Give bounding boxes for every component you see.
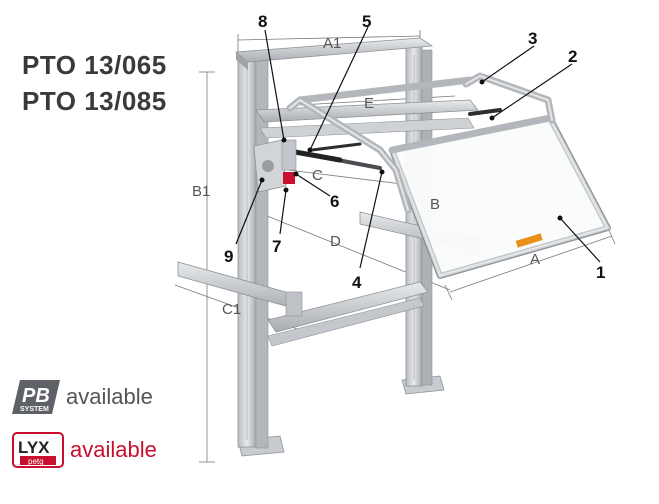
lyx-available-label: available xyxy=(70,437,157,462)
leader-dots xyxy=(259,79,563,221)
product-code-1: PTO 13/065 xyxy=(22,50,167,80)
callout-6: 6 xyxy=(330,192,339,211)
svg-text:petg: petg xyxy=(28,457,44,466)
dim-line-a1 xyxy=(237,35,421,41)
pb-available-label: available xyxy=(66,384,153,409)
dim-label-b1: B1 xyxy=(192,183,210,200)
pb-system-logo: PB SYSTEM xyxy=(12,380,60,414)
leader-lines xyxy=(235,26,601,269)
lower-rails xyxy=(177,211,481,347)
callout-1: 1 xyxy=(596,263,605,282)
svg-text:PB: PB xyxy=(22,385,50,407)
callout-8: 8 xyxy=(258,12,267,31)
actuators xyxy=(292,108,502,170)
dim-label-c: C xyxy=(312,167,323,184)
dim-line-c xyxy=(287,169,411,186)
callout-5: 5 xyxy=(362,12,371,31)
arm-frame-highlight xyxy=(289,74,553,211)
product-code-2: PTO 13/085 xyxy=(22,86,167,116)
dim-label-b: B xyxy=(430,196,440,213)
dim-label-a: A xyxy=(530,251,540,268)
tilting-frame xyxy=(389,115,611,279)
svg-text:SYSTEM: SYSTEM xyxy=(20,406,49,413)
callout-4: 4 xyxy=(352,273,362,292)
svg-text:LYX: LYX xyxy=(18,438,50,457)
mid-rails xyxy=(255,99,479,139)
lyx-petg-logo: LYX petg xyxy=(12,432,64,468)
callout-2: 2 xyxy=(568,47,577,66)
dim-label-e: E xyxy=(364,95,374,112)
lyx-available-badge: LYX petg available xyxy=(12,432,157,468)
callout-9: 9 xyxy=(224,247,233,266)
pb-available-badge: PB SYSTEM available xyxy=(12,378,153,416)
base-feet xyxy=(237,375,445,457)
top-beam xyxy=(234,37,434,70)
callout-3: 3 xyxy=(528,29,537,48)
dim-label-a1: A1 xyxy=(323,35,341,52)
dim-label-d: D xyxy=(330,233,341,250)
callout-7: 7 xyxy=(272,237,281,256)
dim-label-c1: C1 xyxy=(222,301,241,318)
